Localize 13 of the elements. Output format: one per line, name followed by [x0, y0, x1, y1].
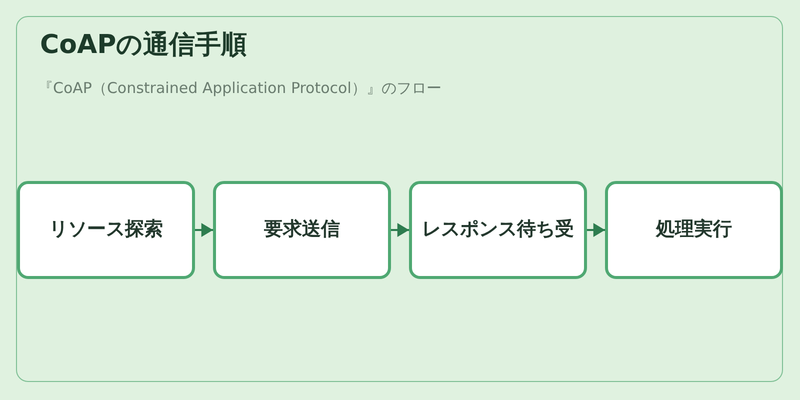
diagram-title: CoAPの通信手順 [40, 29, 248, 62]
step-label: リソース探索 [49, 218, 163, 242]
step-label: 要求送信 [264, 218, 340, 242]
process-box [605, 181, 783, 279]
subtitle: 『CoAP（Constrained Application Protocol）』のフロー [38, 79, 442, 98]
step-label: レスポンス待ち受 [422, 218, 574, 242]
step-label: 処理実行 [656, 218, 732, 242]
process-box [17, 181, 195, 279]
arrow [195, 223, 213, 237]
process-box [409, 181, 587, 279]
process-box [213, 181, 391, 279]
arrow [391, 223, 409, 237]
arrow [587, 223, 605, 237]
